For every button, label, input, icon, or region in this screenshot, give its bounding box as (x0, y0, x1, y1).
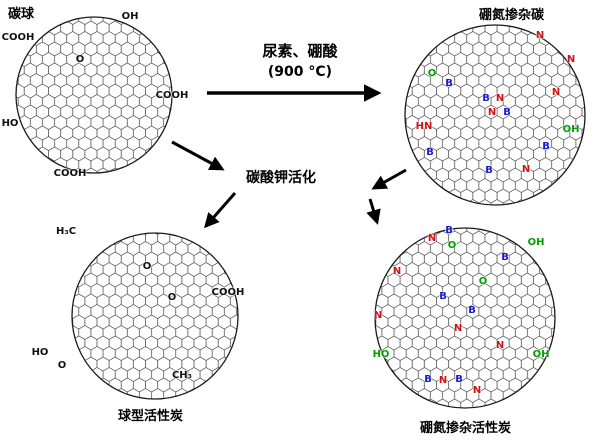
arrow-activation-to-sac (204, 192, 237, 229)
arrow-activation-to-bnac (366, 198, 381, 225)
bn-doped-activated-carbon-lattice (374, 227, 556, 409)
activation-text: 碳酸钾活化 (246, 170, 316, 186)
arrow-bnc-to-activation (371, 168, 407, 190)
label-bn-doped-activated-carbon: 硼氮掺杂活性炭 (420, 421, 512, 436)
spherical-activated-carbon-lattice (71, 232, 239, 400)
reagent-text: 尿素、硼酸 (262, 42, 338, 60)
arrow-sphere-to-activation (171, 140, 225, 171)
carbon-sphere-lattice (15, 16, 173, 174)
bn-doped-carbon-lattice (404, 24, 586, 206)
label-spherical-activated-carbon: 球型活性炭 (118, 409, 184, 424)
label-carbon-sphere: 碳球 (8, 7, 35, 22)
reaction-conditions: 尿素、硼酸 (900 °C) (225, 40, 375, 80)
temperature-text: (900 °C) (267, 64, 333, 80)
label-bn-doped-carbon: 硼氮掺杂碳 (479, 8, 545, 23)
